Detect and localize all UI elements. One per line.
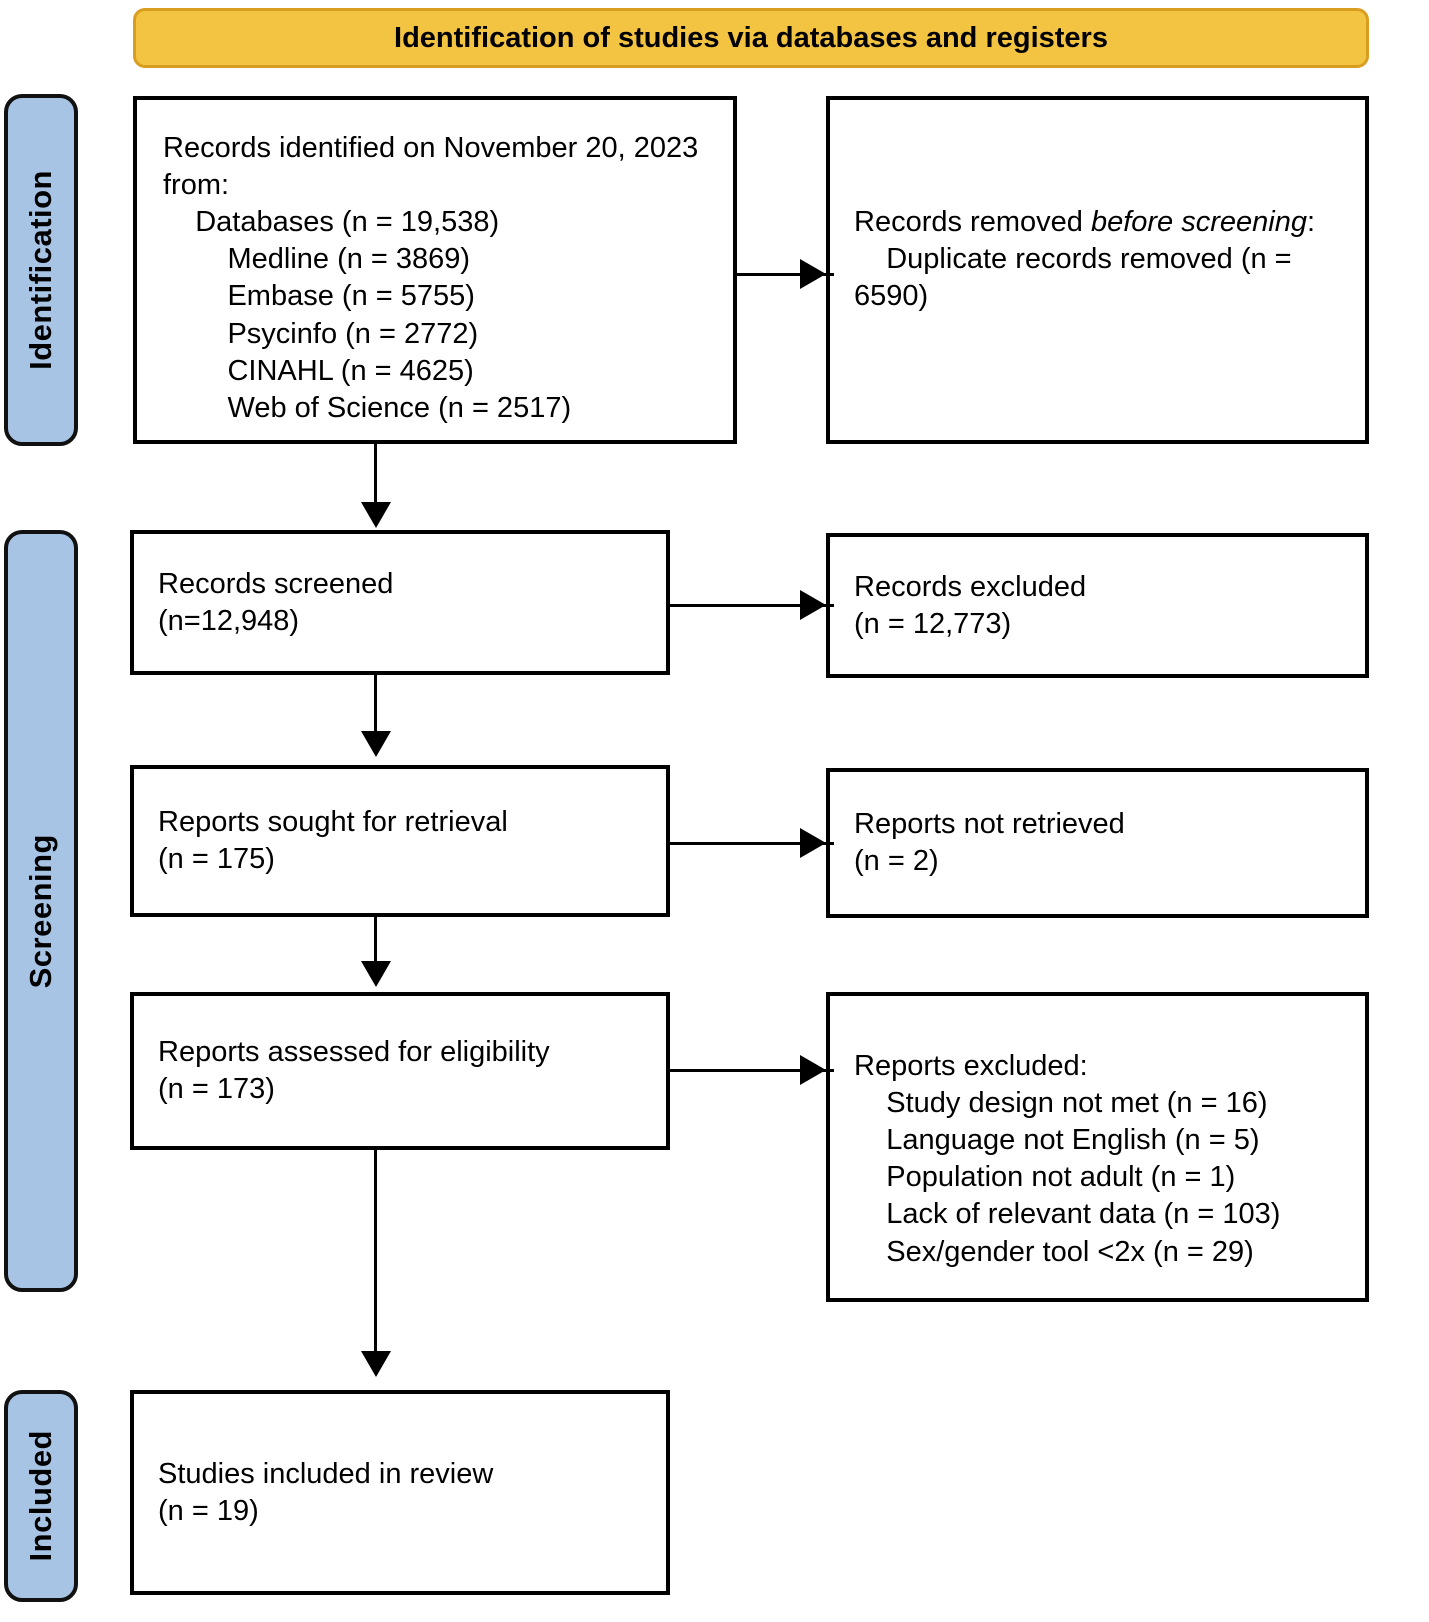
diagram-header-banner: Identification of studies via databases …	[133, 8, 1369, 68]
stage-label-identification: Identification	[4, 94, 78, 446]
stage-label-included: Included	[4, 1390, 78, 1602]
records-removed-detail: Duplicate records removed (n = 6590)	[854, 243, 1300, 313]
stage-label-screening-text: Screening	[23, 833, 58, 989]
connector-assessed-to-included	[374, 1150, 377, 1355]
stage-label-screening: Screening	[4, 530, 78, 1292]
box-records-screened: Records screened (n=12,948)	[130, 530, 670, 675]
arrowhead-assessed-to-reportsexcluded	[800, 1055, 826, 1085]
box-records-screened-text: Records screened (n=12,948)	[158, 567, 394, 637]
box-records-excluded: Records excluded (n = 12,773)	[826, 533, 1369, 678]
box-reports-assessed-text: Reports assessed for eligibility (n = 17…	[158, 1035, 550, 1105]
arrowhead-screened-to-sought	[361, 731, 391, 757]
box-reports-not-retrieved: Reports not retrieved (n = 2)	[826, 768, 1369, 918]
box-records-identified: Records identified on November 20, 2023 …	[133, 96, 737, 444]
records-removed-heading-plain: Records removed	[854, 206, 1091, 238]
connector-screened-to-excluded	[670, 604, 834, 607]
connector-sought-to-assessed	[374, 917, 377, 965]
box-records-identified-text: Records identified on November 20, 2023 …	[163, 132, 699, 424]
box-records-excluded-text: Records excluded (n = 12,773)	[854, 570, 1087, 640]
box-records-removed-text: Records removed before screening: Duplic…	[854, 204, 1351, 315]
box-reports-sought-for-retrieval: Reports sought for retrieval (n = 175)	[130, 765, 670, 917]
arrowhead-identified-to-screened	[361, 502, 391, 528]
connector-sought-to-notretrieved	[670, 842, 834, 845]
records-removed-heading-italic: before screening	[1090, 206, 1307, 238]
stage-label-included-text: Included	[23, 1430, 58, 1562]
stage-label-identification-text: Identification	[23, 170, 58, 370]
box-studies-included-in-review: Studies included in review (n = 19)	[130, 1390, 670, 1595]
box-studies-included-text: Studies included in review (n = 19)	[158, 1457, 494, 1527]
box-records-removed-before-screening: Records removed before screening: Duplic…	[826, 96, 1369, 444]
arrowhead-identified-to-removed	[800, 259, 826, 289]
connector-identified-to-removed	[737, 273, 834, 276]
records-removed-heading-colon: :	[1306, 206, 1316, 238]
arrowhead-sought-to-notretrieved	[800, 828, 826, 858]
box-reports-assessed-for-eligibility: Reports assessed for eligibility (n = 17…	[130, 992, 670, 1150]
box-reports-excluded-text: Reports excluded: Study design not met (…	[854, 1050, 1281, 1268]
box-reports-not-retrieved-text: Reports not retrieved (n = 2)	[854, 807, 1125, 877]
arrowhead-sought-to-assessed	[361, 961, 391, 987]
arrowhead-screened-to-excluded	[800, 590, 826, 620]
connector-assessed-to-reportsexcluded	[670, 1069, 834, 1072]
arrowhead-assessed-to-included	[361, 1351, 391, 1377]
connector-screened-to-sought	[374, 675, 377, 735]
diagram-title: Identification of studies via databases …	[394, 21, 1108, 54]
box-reports-excluded: Reports excluded: Study design not met (…	[826, 992, 1369, 1302]
connector-identified-to-screened	[374, 444, 377, 510]
box-reports-sought-text: Reports sought for retrieval (n = 175)	[158, 805, 508, 875]
